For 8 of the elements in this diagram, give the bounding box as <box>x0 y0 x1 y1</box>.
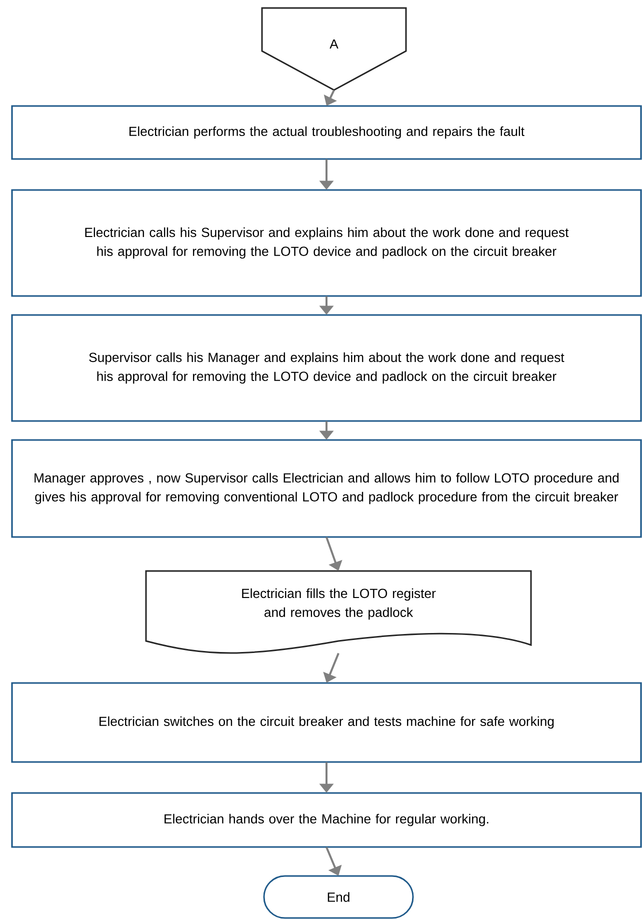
process-box: Manager approves , now Supervisor calls Electrician and allows him to follow LOTO procedure and gives his approval for removing conventional LOTO and padlock procedure from the circuit breaker <box>11 439 642 538</box>
process-box: Electrician hands over the Machine for regular working. <box>11 792 642 848</box>
off-page-connector: A <box>261 7 407 91</box>
terminator: End <box>263 875 414 919</box>
process-box: Electrician performs the actual troubleshooting and repairs the fault <box>11 105 642 160</box>
process-box: Electrician switches on the circuit breaker and tests machine for safe working <box>11 682 642 763</box>
process-box: Supervisor calls his Manager and explains him about the work done and request his approval for removing the LOTO device and padlock on the circuit breaker <box>11 314 642 422</box>
process-box: Electrician calls his Supervisor and explains him about the work done and request his approval for removing the LOTO device and padlock on the circuit breaker <box>11 189 642 297</box>
